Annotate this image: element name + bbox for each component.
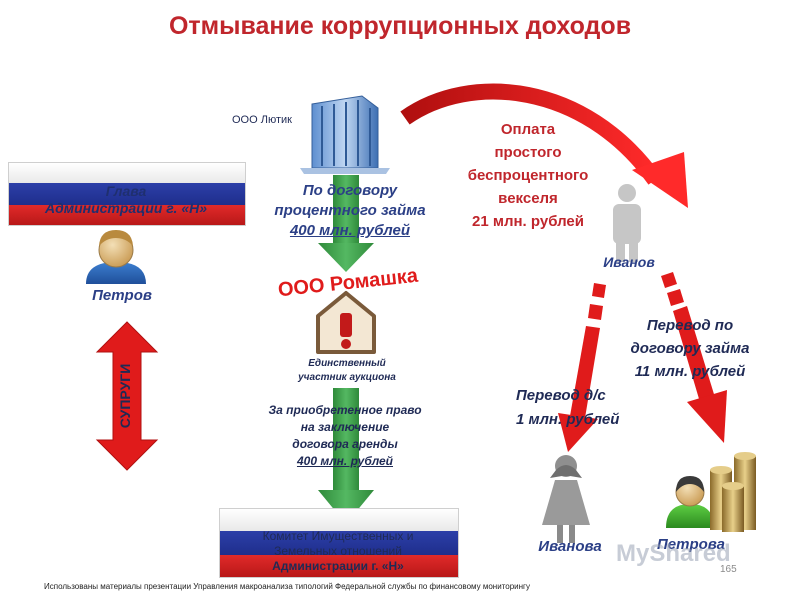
cash-transfer-text: Перевод д/с 1 млн. рублей	[516, 387, 620, 428]
acquired-right-text: За приобретенное право на заключение дог…	[268, 403, 422, 468]
petrov-avatar-icon	[86, 230, 146, 284]
petrov-label: Петров	[92, 287, 152, 304]
loan-transfer-text: Перевод по договору займа 11 млн. рублей	[630, 317, 750, 380]
page-title: Отмывание коррупционных доходов	[168, 12, 632, 40]
red-dashed-arrow-to-petrova	[661, 272, 727, 443]
loan-contract-text: По договору процентного займа 400 млн. р…	[274, 182, 426, 239]
spouses-label: СУПРУГИ	[117, 363, 133, 429]
green-arrow-loan	[318, 175, 374, 272]
sole-participant-text: Единственный участник аукциона	[298, 358, 396, 383]
petrova-avatar-icon	[666, 476, 714, 528]
russian-flag-committee	[219, 508, 459, 578]
ivanov-silhouette-icon	[613, 184, 641, 262]
russian-flag-head	[8, 162, 246, 226]
petrova-label: Петрова	[657, 536, 725, 553]
page-number: 165	[720, 564, 737, 575]
watermark: MyShared	[616, 540, 731, 567]
ivanov-label: Иванов	[603, 254, 655, 270]
footer-note: Использованы материалы презентации Управ…	[44, 582, 530, 591]
warning-house-icon	[316, 291, 376, 354]
head-admin-label: Глава Администрации г. «Н»	[44, 183, 208, 216]
ivanova-label: Иванова	[538, 538, 602, 555]
curved-red-arrow	[400, 83, 688, 208]
ivanova-silhouette-icon	[542, 455, 590, 543]
spouses-double-arrow	[95, 321, 159, 471]
bill-payment-text: Оплата простого беспроцентного векселя 2…	[467, 121, 589, 230]
building-icon	[300, 95, 390, 174]
coin-stack-icon	[710, 452, 756, 532]
company-lyutik-label: ООО Лютик	[232, 114, 292, 126]
green-arrow-auction	[318, 388, 374, 524]
red-dashed-arrow-to-ivanova	[558, 283, 606, 452]
committee-label: Комитет Имущественных и Земельных отноше…	[262, 529, 414, 573]
